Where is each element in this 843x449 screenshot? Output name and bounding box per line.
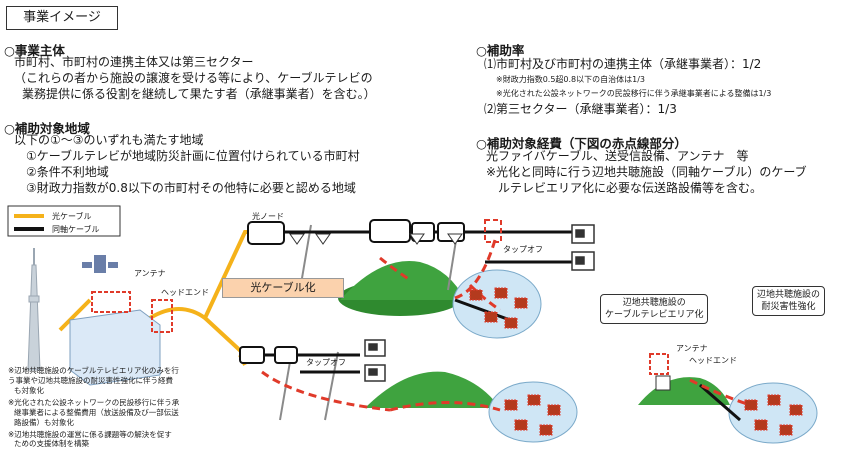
hojo-chiiki-heading: ○補助対象地域 [4, 121, 90, 136]
hill-center-bottom-icon [365, 371, 500, 408]
community-house-icons [469, 287, 803, 436]
note-line-2: う事業や辺地共聴施設の耐災害性強化に伴う経費 [8, 376, 173, 385]
hojoritsu-note-2: ※光化された公設ネットワークの民設移行に伴う承継事業者による整備は1/3 [496, 89, 772, 98]
hojoritsu-line-2: ⑵第三セクター（承継事業者）：1/3 [484, 102, 677, 116]
note-line-1: ※辺地共聴施設のケーブルテレビエリア化のみを行 [8, 366, 179, 375]
hojo-keihi-heading: ○補助対象経費（下図の赤点線部分） [476, 136, 687, 151]
callout-disaster-resilience: 辺地共聴施設の 耐災害性強化 [752, 286, 826, 316]
hojoritsu-note-1: ※財政力指数0.5超0.8以下の自治体は1/3 [496, 75, 646, 84]
hojo-chiiki-line-3: ②条件不利地域 [26, 165, 109, 179]
community-area-right [728, 382, 818, 444]
hojo-chiiki-line-1: 以下の①～③のいずれも満たす地域 [14, 133, 204, 147]
head-end-right-box [655, 375, 671, 391]
fiber-conversion-band: 光ケーブル化 [222, 278, 344, 298]
tap-off-label-1: タップオフ [503, 245, 543, 254]
hojoritsu-line-1: ⑴市町村及び市町村の連携主体（承継事業者）：1/2 [484, 57, 762, 71]
hojoritsu-heading: ○補助率 [476, 43, 525, 58]
jigyo-shutai-heading: ○事業主体 [4, 43, 65, 58]
house-icons [364, 224, 595, 382]
jigyo-shutai-line-1: 市町村、市町村の連携主体又は第三セクター [14, 55, 254, 69]
antenna-right-label: アンテナ [676, 344, 708, 353]
callout-disaster-line-2: 耐災害性強化 [761, 302, 816, 312]
arrow-icons [289, 233, 463, 245]
hojo-keihi-line-3: ルテレビエリア化に必要な伝送路設備等を含む。 [498, 181, 763, 195]
head-end-right-label: ヘッドエンド [689, 356, 737, 365]
callout-disaster-line-1: 辺地共聴施設の [757, 290, 821, 300]
tapoff-target-box [484, 219, 502, 243]
hojo-chiiki-line-2: ①ケーブルテレビが地域防災計画に位置付けられている市町村 [26, 149, 360, 163]
antenna-label: アンテナ [134, 269, 166, 278]
hill-center-top-icon [338, 261, 465, 316]
legend-fiber-label: 光ケーブル [52, 212, 92, 221]
legend-coax-label: 同軸ケーブル [52, 225, 100, 234]
target-red-dashed-lines [261, 239, 751, 412]
jigyo-shutai-line-3: 業務提供に係る役割を継続して果たす者（承継事業者）を含む。） [22, 87, 376, 101]
head-end-building-icon [69, 291, 173, 386]
hojo-keihi-line-2: ※光化と同時に行う辺地共聴施設（同軸ケーブル）のケーブ [486, 165, 807, 179]
tap-off-label-2: タップオフ [306, 358, 346, 367]
tv-tower-icon [27, 248, 41, 371]
callout-catv-area-line-2: ケーブルテレビエリア化 [605, 310, 704, 320]
jigyo-shutai-line-2: （これらの者から施設の譲渡を受ける等により、ケーブルテレビの [14, 71, 373, 85]
page-title: 事業イメージ [6, 6, 118, 30]
note-line-6: 路設備）も対象化 [14, 418, 74, 427]
note-line-8: ための支援体制を構築 [14, 439, 89, 448]
head-end-label: ヘッドエンド [161, 288, 209, 297]
note-line-4: ※光化された公設ネットワークの民設移行に伴う承 [8, 398, 180, 407]
note-line-3: も対象化 [14, 386, 44, 395]
satellite-icon [82, 255, 118, 273]
hojo-chiiki-line-4: ③財政力指数が0.8以下の市町村その他特に必要と認める地域 [26, 181, 356, 195]
optical-node-label: 光ノード [252, 212, 284, 221]
community-area-top [452, 269, 542, 339]
antenna-right-target [649, 353, 669, 375]
node-boxes [239, 219, 465, 364]
hill-right-icon [638, 377, 730, 405]
hojo-keihi-line-1: 光ファイバケーブル、送受信設備、アンテナ 等 [486, 149, 749, 163]
note-line-5: 継事業者による整備費用（放送設備及び一部伝送 [14, 408, 179, 417]
callout-catv-area-line-1: 辺地共聴施設の [622, 298, 686, 308]
callout-catv-area: 辺地共聴施設の ケーブルテレビエリア化 [600, 294, 709, 324]
note-line-7: ※辺地共聴施設の運営に係る課題等の解決を促す [8, 430, 172, 439]
community-area-bottom [488, 381, 578, 443]
